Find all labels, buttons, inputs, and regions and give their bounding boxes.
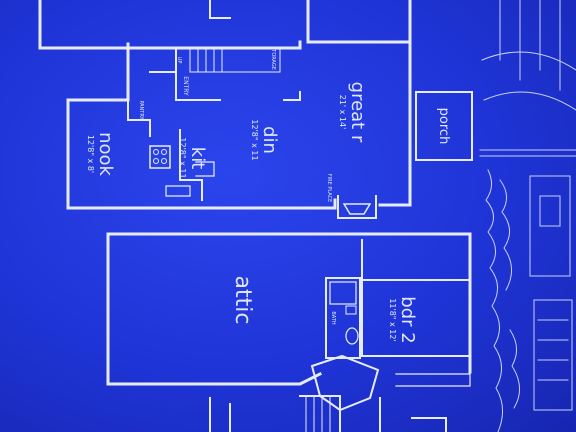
room-dims-great-room: 21' x 14'	[338, 95, 347, 130]
room-dims-nook: 12'8" x 8'	[86, 135, 95, 173]
room-dims-kit: 12'8" x 11	[178, 137, 187, 178]
label-pantry: PANTRY	[138, 100, 144, 120]
room-name-nook: nook	[95, 132, 116, 176]
room-name-kit: kit	[187, 147, 208, 169]
room-name-attic: attic	[230, 276, 255, 325]
room-name-great-room: great r	[347, 82, 368, 143]
label-storage: STORAGE	[270, 46, 276, 70]
label-porch: porch	[436, 108, 451, 145]
label-up: UP	[176, 57, 182, 64]
label-fireplace: FIRE PLACE	[326, 174, 332, 202]
room-name-bdr2: bdr 2	[397, 296, 418, 343]
room-dims-din: 12'8" x 11	[250, 119, 259, 160]
label-entry: ENTRY	[182, 76, 189, 96]
label-bath: BATH	[330, 311, 336, 325]
room-dims-bdr2: 11'8" x 12'	[388, 298, 397, 341]
room-name-din: din	[259, 126, 280, 154]
